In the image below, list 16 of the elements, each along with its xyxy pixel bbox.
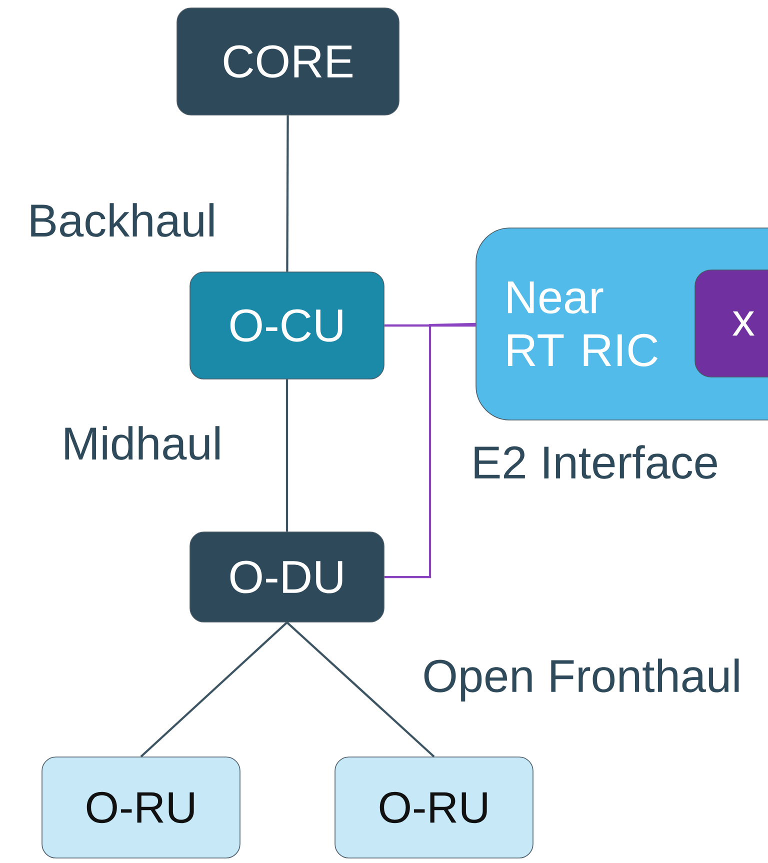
label-text: Open Fronthaul — [424, 658, 739, 702]
connector-line — [286, 622, 435, 758]
process-box: O-CU — [190, 272, 384, 380]
process-box: CORE — [176, 8, 400, 116]
label-text: Midhaul — [65, 426, 220, 460]
connector-line — [384, 324, 476, 327]
label-text: Backhaul — [31, 203, 214, 237]
connector-line — [140, 622, 288, 758]
app-box: x — [694, 270, 768, 378]
connector-line — [286, 115, 289, 272]
label-text: E2 Interface — [474, 445, 717, 479]
connector-line — [286, 379, 288, 532]
connector-line — [384, 322, 476, 578]
process-box: O-DU — [190, 532, 384, 622]
process-box: O-RU — [42, 756, 240, 858]
process-box: O-RU — [334, 756, 534, 858]
